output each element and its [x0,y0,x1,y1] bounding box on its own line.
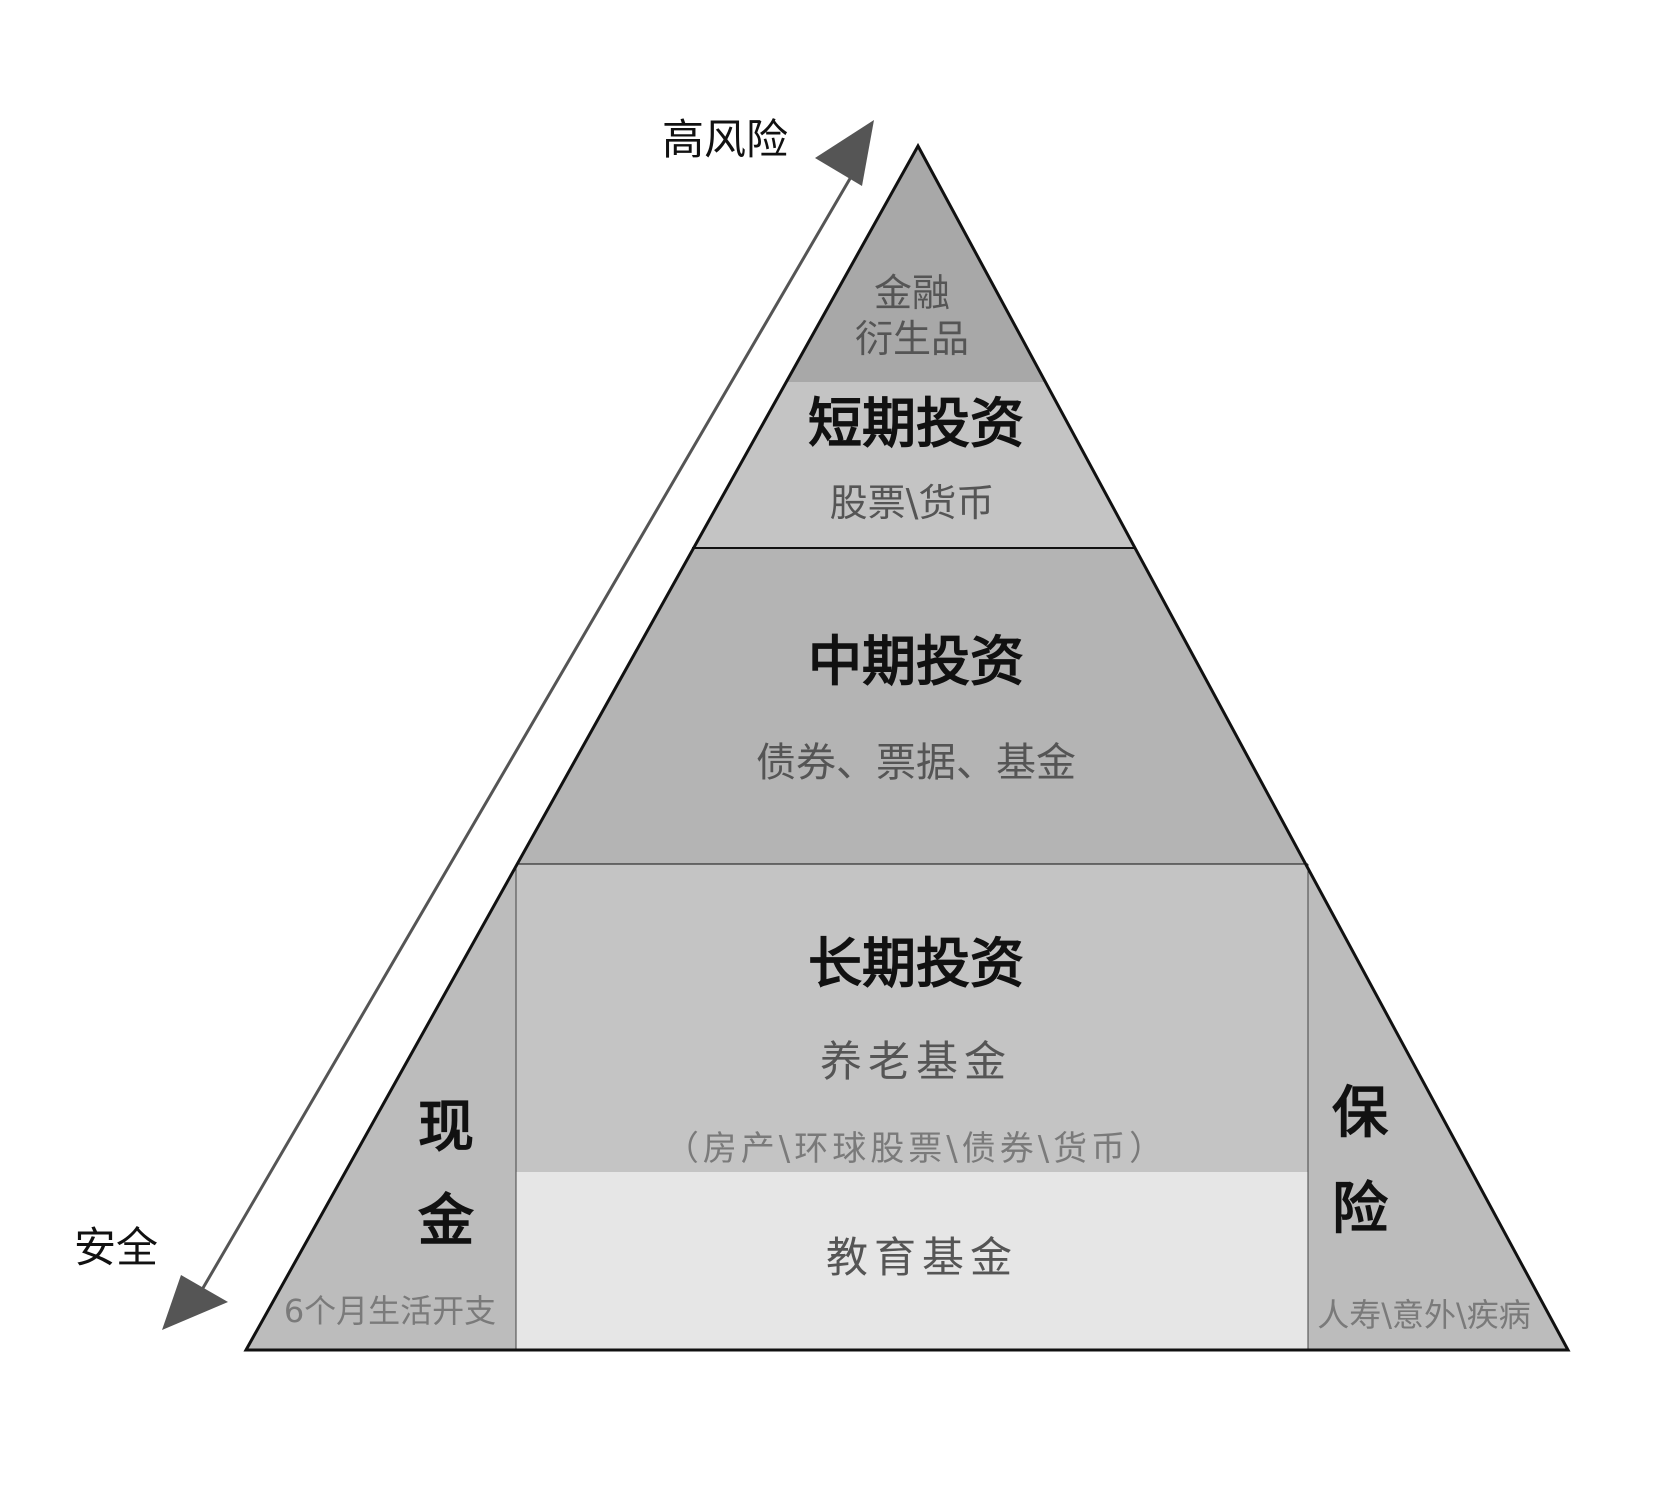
insurance-char-2: 险 [1332,1177,1389,1242]
long-term-title: 长期投资 [808,932,1024,995]
axis-label-safe: 安全 [74,1223,158,1272]
cash-char-2: 金 [417,1189,475,1254]
risk-axis [162,120,874,1330]
mid-term-title: 中期投资 [808,630,1024,693]
short-term-title: 短期投资 [808,392,1024,455]
insurance-char-1: 保 [1332,1081,1389,1146]
insurance-note: 人寿\意外\疾病 [1317,1296,1531,1334]
short-term-subtitle: 股票\货币 [830,481,995,525]
long-term-detail: （房产\环球股票\债券\货币） [665,1129,1167,1169]
mid-term-subtitle: 债券、票据、基金 [756,740,1076,786]
axis-label-high-risk: 高风险 [662,115,788,164]
derivatives-label-line1: 金融 [874,271,950,315]
arrow-down-head-icon [162,1275,228,1330]
derivatives-label-line2: 衍生品 [855,317,969,361]
cash-note: 6个月生活开支 [284,1292,496,1330]
tier-long-band [516,864,1308,1172]
arrow-up-head-icon [815,120,874,186]
pyramid-outline [243,142,1571,1352]
long-term-subtitle: 养老基金 [820,1037,1012,1086]
education-title: 教育基金 [826,1233,1018,1282]
tier-mid-band [246,548,1568,864]
cash-char-1: 现 [418,1095,474,1160]
tier-derivatives-band [246,146,1568,382]
risk-axis-line [194,157,864,1301]
tier-education-band [516,1172,1308,1350]
